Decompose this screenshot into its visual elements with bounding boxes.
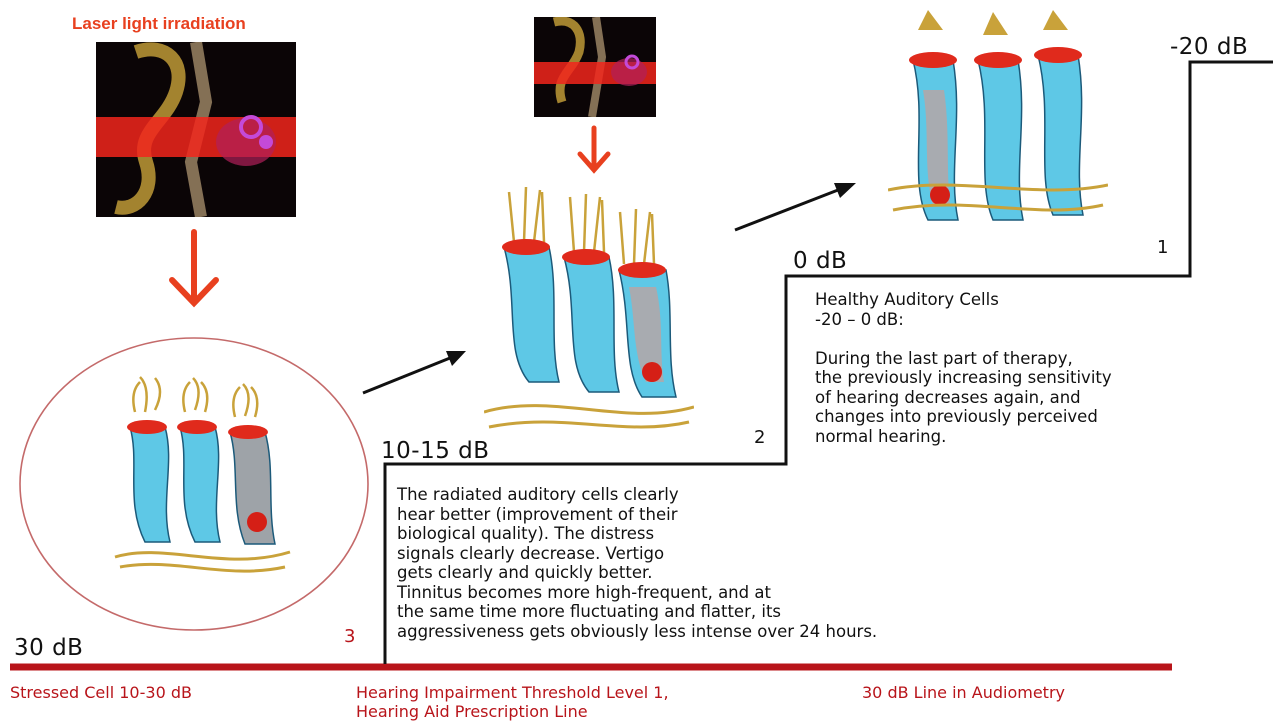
ear-illustration bbox=[96, 42, 296, 217]
ear-illustration-small bbox=[534, 17, 656, 117]
bottom-label-threshold: Hearing Impairment Threshold Level 1, He… bbox=[356, 683, 669, 721]
healthy-cells-description: Healthy Auditory Cells -20 – 0 dB: Durin… bbox=[815, 290, 1255, 446]
stage-number-2: 2 bbox=[754, 427, 765, 448]
red-arrow-middle bbox=[580, 128, 608, 170]
level-10-15-db: 10-15 dB bbox=[381, 438, 490, 464]
red-arrow-left bbox=[172, 232, 216, 303]
level-0-db: 0 dB bbox=[793, 248, 847, 274]
level-minus20-db: -20 dB bbox=[1170, 34, 1248, 60]
level-30-db: 30 dB bbox=[14, 635, 83, 661]
recovering-cells-illustration bbox=[484, 182, 694, 444]
laser-ear-image-large bbox=[96, 42, 296, 217]
bottom-label-stressed: Stressed Cell 10-30 dB bbox=[10, 683, 192, 702]
arrow-stage2-to-1 bbox=[735, 183, 856, 230]
stage-number-1: 1 bbox=[1157, 237, 1168, 258]
laser-title: Laser light irradiation bbox=[72, 14, 246, 34]
healthy-cells-illustration bbox=[888, 10, 1108, 250]
arrow-stage3-to-2 bbox=[363, 351, 466, 393]
laser-ear-image-small bbox=[534, 17, 656, 117]
stage-number-3: 3 bbox=[344, 626, 355, 647]
stressed-cells-illustration bbox=[105, 372, 295, 582]
bottom-label-audiometry: 30 dB Line in Audiometry bbox=[862, 683, 1065, 702]
radiated-cells-description: The radiated auditory cells clearly hear… bbox=[397, 485, 1097, 641]
